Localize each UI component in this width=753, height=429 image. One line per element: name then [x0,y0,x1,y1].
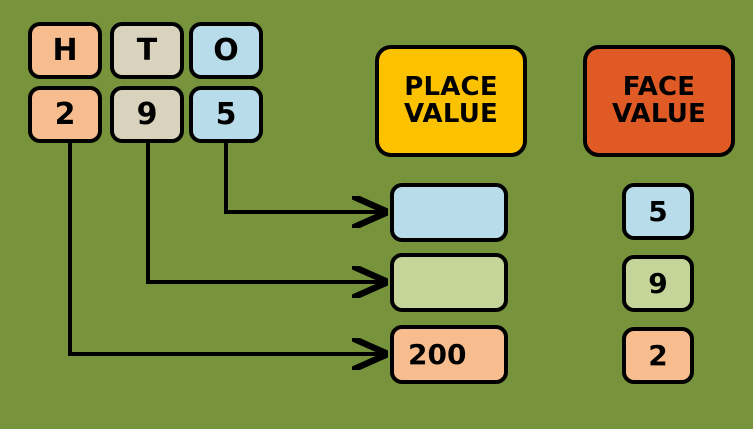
place-value-header: PLACE VALUE [375,45,527,157]
place-value-header-line1: PLACE [404,71,498,102]
place-value-box-tens[interactable] [390,253,508,312]
digit-tens: 9 [110,86,184,143]
face-value-box-tens: 9 [622,255,694,312]
face-value-header: FACE VALUE [583,45,735,157]
place-header-hundreds: H [28,22,102,79]
connector-tens-to-place-value-2 [146,142,386,282]
place-value-box-ones[interactable] [390,183,508,242]
face-value-box-ones: 5 [622,183,694,240]
face-value-header-line2: VALUE [612,99,706,129]
face-value-box-hundreds: 2 [622,327,694,384]
place-value-box-hundreds[interactable]: 200 [390,325,508,384]
place-value-header-line2: VALUE [404,99,498,129]
place-header-ones: O [189,22,263,79]
digit-ones: 5 [189,86,263,143]
face-value-header-line1: FACE [622,71,696,102]
connector-ones-to-place-value-1 [224,142,386,212]
place-header-tens: T [110,22,184,79]
digit-hundreds: 2 [28,86,102,143]
connector-hundreds-to-place-value-3 [68,142,386,354]
